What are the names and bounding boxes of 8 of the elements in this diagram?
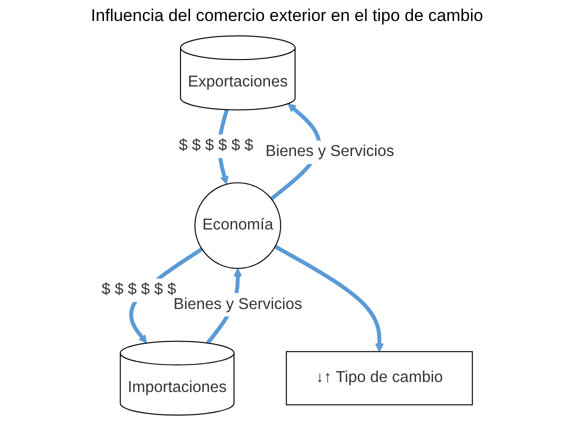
arrow xyxy=(274,244,384,352)
edge-label: $ $ $ $ $ $ xyxy=(178,137,254,154)
node-box: ↓↑ Tipo de cambio xyxy=(286,351,473,406)
edge-label: Bienes y Servicios xyxy=(265,143,394,160)
edge-label: $ $ $ $ $ $ xyxy=(102,281,176,298)
node-circle: Economía xyxy=(194,182,282,269)
diagram-title: Influencia del comercio exterior en el tipo de cambio xyxy=(90,6,484,26)
edge-label: Bienes y Servicios xyxy=(173,296,302,313)
